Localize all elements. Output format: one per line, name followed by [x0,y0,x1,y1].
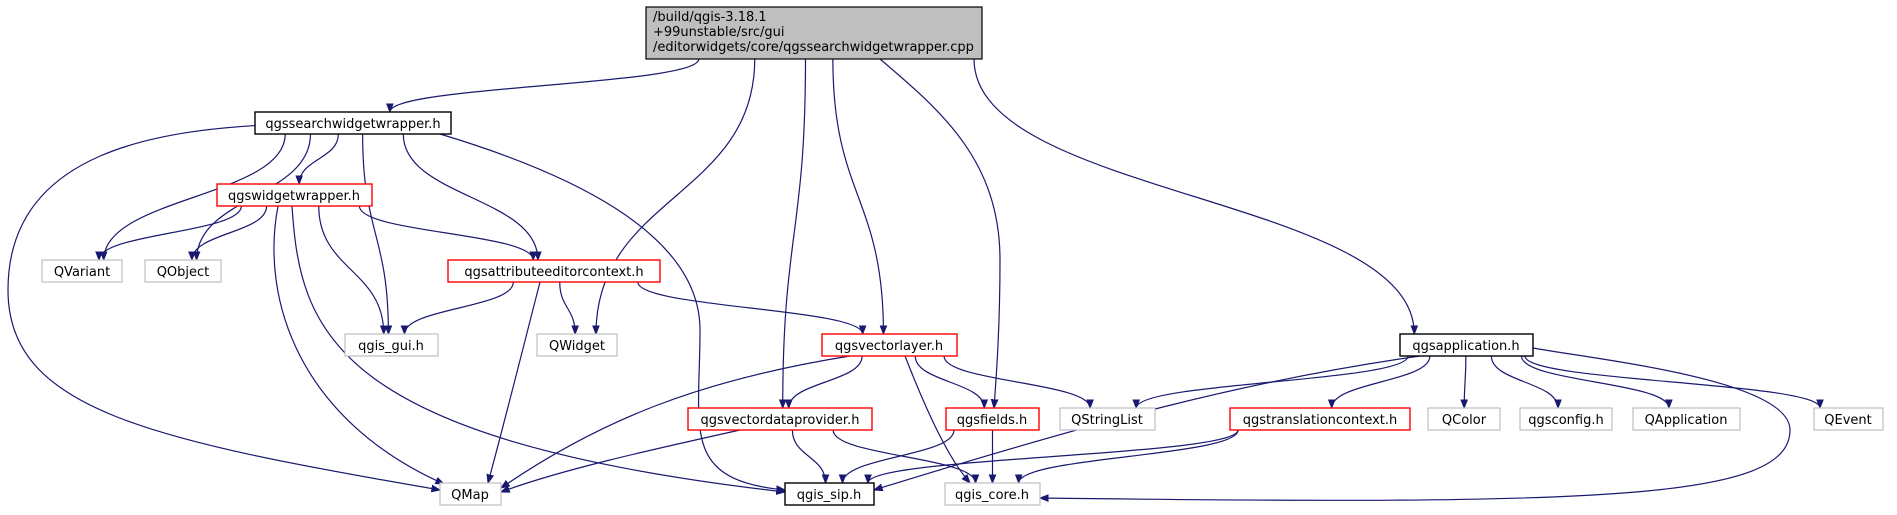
edge-qgswidgetwrapper-h-to-qmap [273,205,444,485]
node-qgsvectordataprovider-h[interactable]: qgsvectordataprovider.h [687,407,873,431]
node-qmap-label: QMap [451,488,489,503]
edge-qgsapplication-h-to-qapplication [1520,355,1669,408]
node-qgsapplication-h[interactable]: qgsapplication.h [1399,333,1534,357]
node-root-label-line-1: /build/qgis-3.18.1 [653,10,767,25]
edge-qgssearchwidgetwrapper-h-to-qgis-gui-h [362,133,389,334]
node-qgstranslationcontext-h[interactable]: qgstranslationcontext.h [1229,407,1411,431]
node-qevent[interactable]: QEvent [1813,407,1884,431]
edge-qgssearchwidgetwrapper-h-to-qmap [7,123,440,490]
edge-qgsapplication-h-to-qgsconfig-h [1490,355,1558,408]
edge-root-to-qgssearchwidgetwrapper-h [390,58,700,112]
node-qgsapplication-h-label: qgsapplication.h [1412,339,1519,354]
node-qgis-gui-h-label: qgis_gui.h [358,339,424,354]
node-qgssearchwidgetwrapper-h-label: qgssearchwidgetwrapper.h [265,117,440,132]
edge-qgsapplication-h-to-qgstranslationcontext-h [1332,355,1431,408]
edge-root-to-qgsfields-h [879,58,1001,408]
edge-qgsvectordataprovider-h-to-qgis-core-h [832,429,975,483]
node-qgis-sip-h[interactable]: qgis_sip.h [784,482,875,506]
node-qobject-label: QObject [157,265,210,280]
edge-qgsattributeeditorcontext-h-to-qgis-gui-h [405,281,514,334]
node-qgis-gui-h[interactable]: qgis_gui.h [344,333,439,357]
edge-qgssearchwidgetwrapper-h-to-qgswidgetwrapper-h [299,133,339,184]
edge-qgswidgetwrapper-h-to-qgis-gui-h [318,205,384,334]
node-qgsfields-h-label: qgsfields.h [957,413,1027,428]
edge-root-to-qgsapplication-h [973,58,1414,334]
node-qapplication-label: QApplication [1645,413,1728,428]
node-qgis-sip-h-label: qgis_sip.h [797,488,861,503]
node-qgis-core-h[interactable]: qgis_core.h [944,482,1041,506]
node-qgsvectorlayer-h[interactable]: qgsvectorlayer.h [821,333,958,357]
edge-qgsvectorlayer-h-to-qgsvectordataprovider-h [789,355,863,408]
edge-qgswidgetwrapper-h-to-qgsattributeeditorcontext-h [358,205,533,260]
node-qgsattributeeditorcontext-h[interactable]: qgsattributeeditorcontext.h [447,259,661,283]
node-qobject[interactable]: QObject [144,259,222,283]
edge-qgsattributeeditorcontext-h-to-qmap [488,281,541,483]
node-qapplication[interactable]: QApplication [1632,407,1741,431]
node-qmap[interactable]: QMap [439,482,502,506]
node-qgis-core-h-label: qgis_core.h [955,488,1029,503]
node-root-label-line-2: +99unstable/src/gui [653,25,784,40]
edge-qgsfields-h-to-qgis-sip-h [843,429,955,483]
node-qgsconfig-h[interactable]: qgsconfig.h [1519,407,1613,431]
edge-qgswidgetwrapper-h-to-qobject [192,205,268,260]
edge-qgstranslationcontext-h-to-qgis-core-h [1019,429,1239,483]
edge-qgsapplication-h-to-qgis-core-h [1040,347,1791,500]
edge-qgstranslationcontext-h-to-qgis-sip-h [868,429,1239,483]
node-qgsconfig-h-label: qgsconfig.h [1528,413,1603,428]
node-qgsvectordataprovider-h-label: qgsvectordataprovider.h [701,413,860,428]
edge-qgsvectordataprovider-h-to-qgis-sip-h [791,429,825,483]
node-qgssearchwidgetwrapper-h[interactable]: qgssearchwidgetwrapper.h [254,111,452,135]
node-qvariant-label: QVariant [54,265,110,280]
edge-qgsvectorlayer-h-to-qstringlist [943,355,1090,408]
edge-qgssearchwidgetwrapper-h-to-qgsattributeeditorcontext-h [402,133,538,260]
edge-qgsattributeeditorcontext-h-to-qwidget [559,281,575,334]
node-qwidget-label: QWidget [549,339,605,354]
edge-root-to-qwidget [596,58,756,334]
edge-qgssearchwidgetwrapper-h-to-qvariant [104,133,286,260]
edge-qgsvectorlayer-h-to-qgsfields-h [914,355,984,408]
edge-root-to-qgsvectordataprovider-h [783,58,807,408]
edge-qgsvectordataprovider-h-to-qmap [501,429,741,492]
node-qcolor-label: QColor [1442,413,1487,428]
edge-qgsvectorlayer-h-to-qgis-core-h [904,355,970,483]
node-qgsfields-h[interactable]: qgsfields.h [945,407,1040,431]
node-qwidget[interactable]: QWidget [536,333,618,357]
node-root-label-line-3: /editorwidgets/core/qgssearchwidgetwrapp… [653,40,974,55]
node-qcolor[interactable]: QColor [1427,407,1501,431]
node-qgsattributeeditorcontext-h-label: qgsattributeeditorcontext.h [464,265,643,280]
node-qevent-label: QEvent [1824,413,1871,428]
node-qgsvectorlayer-h-label: qgsvectorlayer.h [835,339,943,354]
node-qgswidgetwrapper-h-label: qgswidgetwrapper.h [228,189,360,204]
edge-qgsvectorlayer-h-to-qmap [501,355,851,488]
node-qvariant[interactable]: QVariant [41,259,123,283]
node-qstringlist[interactable]: QStringList [1059,407,1156,431]
edge-root-to-qgsvectorlayer-h [832,58,884,334]
edge-qgssearchwidgetwrapper-h-to-qgis-sip-h [439,133,785,490]
edges-layer [7,58,1820,500]
node-root[interactable]: /build/qgis-3.18.1 +99unstable/src/gui /… [645,6,983,60]
edge-qgsattributeeditorcontext-h-to-qgsvectorlayer-h [637,281,863,334]
nodes-layer: /build/qgis-3.18.1 +99unstable/src/gui /… [41,6,1884,506]
edge-qgswidgetwrapper-h-to-qgis-sip-h [291,205,785,492]
node-qgswidgetwrapper-h[interactable]: qgswidgetwrapper.h [216,183,373,207]
node-qgstranslationcontext-h-label: qgstranslationcontext.h [1243,413,1398,428]
edge-qgsapplication-h-to-qevent [1524,355,1820,408]
node-qstringlist-label: QStringList [1071,413,1143,428]
edge-qgsapplication-h-to-qcolor [1464,355,1466,408]
edge-qgsapplication-h-to-qgis-sip-h [874,355,1421,490]
edge-qgswidgetwrapper-h-to-qvariant [99,205,242,260]
